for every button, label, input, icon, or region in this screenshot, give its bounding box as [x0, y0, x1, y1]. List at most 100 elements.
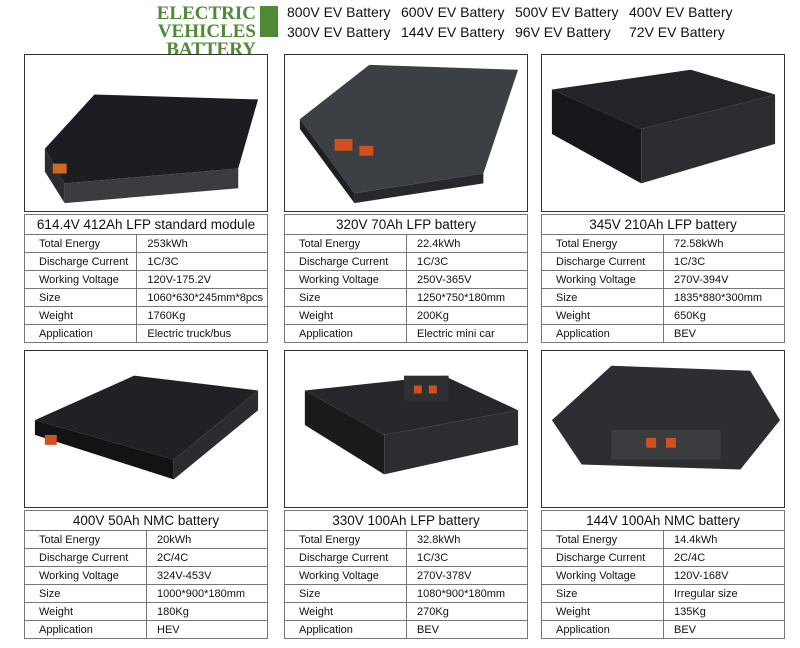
spec-label: Total Energy	[541, 530, 664, 549]
spec-label: Weight	[284, 306, 407, 325]
spec-value: 324V-453V	[146, 566, 268, 585]
spec-label: Size	[284, 288, 407, 307]
spec-value: 1C/3C	[663, 252, 785, 271]
spec-value: 2C/4C	[663, 548, 785, 567]
spec-value: 1835*880*300mm	[663, 288, 785, 307]
spec-label: Application	[284, 324, 407, 343]
spec-label: Application	[24, 620, 147, 639]
spec-label: Working Voltage	[23, 270, 138, 289]
spec-value: 1080*900*180mm	[406, 584, 528, 603]
spec-label: Discharge Current	[541, 252, 664, 271]
spec-value: BEV	[663, 620, 785, 639]
spec-label: Weight	[541, 602, 664, 621]
spec-label: Working Voltage	[284, 270, 407, 289]
spec-value: 250V-365V	[406, 270, 528, 289]
voltage-item: 72V EV Battery	[629, 24, 725, 40]
spec-value: 200Kg	[406, 306, 528, 325]
spec-value: 22.4kWh	[406, 234, 528, 253]
voltage-item: 400V EV Battery	[629, 4, 733, 20]
spec-value: Irregular size	[663, 584, 785, 603]
voltage-item: 500V EV Battery	[515, 4, 619, 20]
battery-image	[541, 350, 785, 508]
spec-label: Application	[284, 620, 407, 639]
spec-label: Working Voltage	[284, 566, 407, 585]
battery-image	[24, 54, 268, 212]
spec-label: Total Energy	[24, 530, 147, 549]
spec-label: Total Energy	[284, 530, 407, 549]
spec-value: 2C/4C	[146, 548, 268, 567]
product-title: 400V 50Ah NMC battery	[24, 510, 268, 531]
spec-label: Working Voltage	[24, 566, 147, 585]
spec-value: 1000*900*180mm	[146, 584, 268, 603]
spec-value: 650Kg	[663, 306, 785, 325]
spec-value: 1060*630*245mm*8pcs	[136, 288, 268, 307]
spec-value: 32.8kWh	[406, 530, 528, 549]
spec-label: Weight	[284, 602, 407, 621]
spec-label: Application	[541, 324, 664, 343]
spec-label: Working Voltage	[541, 566, 664, 585]
spec-value: 72.58kWh	[663, 234, 785, 253]
battery-image	[284, 54, 528, 212]
spec-label: Application	[23, 324, 138, 343]
spec-label: Size	[284, 584, 407, 603]
spec-label: Weight	[24, 602, 147, 621]
voltage-item: 600V EV Battery	[401, 4, 505, 20]
spec-label: Application	[541, 620, 664, 639]
spec-value: 1C/3C	[406, 548, 528, 567]
spec-value: 180Kg	[146, 602, 268, 621]
product-title: 345V 210Ah LFP battery	[541, 214, 785, 235]
spec-value: BEV	[406, 620, 528, 639]
spec-label: Size	[24, 584, 147, 603]
product-title: 614.4V 412Ah LFP standard module	[24, 214, 268, 235]
spec-label: Size	[541, 288, 664, 307]
spec-value: 1C/3C	[406, 252, 528, 271]
spec-label: Size	[541, 584, 664, 603]
spec-value: 270V-394V	[663, 270, 785, 289]
spec-value: 14.4kWh	[663, 530, 785, 549]
spec-value: Electric mini car	[406, 324, 528, 343]
spec-value: 1760Kg	[136, 306, 268, 325]
voltage-item: 300V EV Battery	[287, 24, 391, 40]
spec-value: Electric truck/bus	[136, 324, 268, 343]
spec-label: Discharge Current	[24, 548, 147, 567]
battery-image	[24, 350, 268, 508]
spec-label: Size	[23, 288, 138, 307]
spec-label: Weight	[23, 306, 138, 325]
